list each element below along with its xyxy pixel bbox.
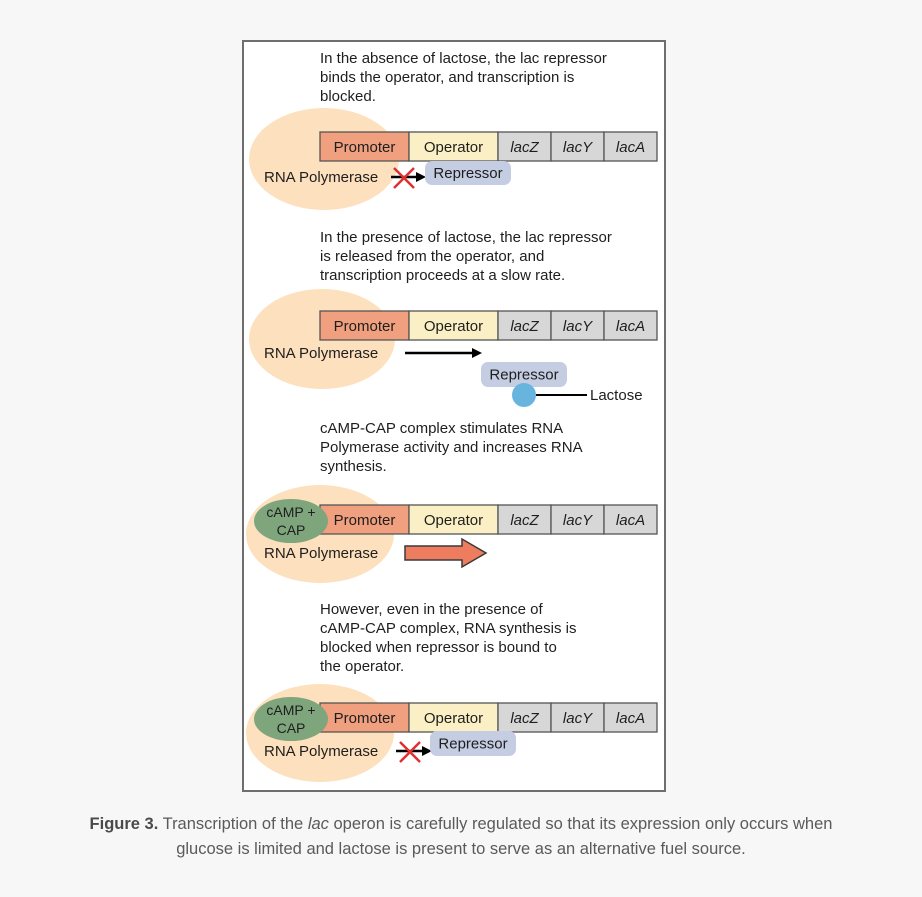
camp-cap-complex bbox=[254, 697, 328, 741]
repressor-shape bbox=[430, 731, 516, 756]
lacy-label: lacY bbox=[563, 512, 593, 529]
operator-box bbox=[408, 131, 499, 162]
operator-label: Operator bbox=[424, 512, 483, 529]
camp-cap-label: CAP bbox=[277, 522, 306, 538]
repressor-label: Repressor bbox=[433, 165, 502, 182]
operator-label: Operator bbox=[424, 318, 483, 335]
transcription-arrow-head bbox=[416, 172, 426, 182]
promoter-label: Promoter bbox=[334, 139, 396, 156]
lacz-box bbox=[497, 131, 552, 162]
transcription-arrow-head bbox=[472, 348, 482, 358]
caption-italic: lac bbox=[307, 815, 329, 833]
lacy-label: lacY bbox=[563, 318, 593, 335]
laca-label: lacA bbox=[616, 139, 645, 156]
promoter-box bbox=[319, 131, 410, 162]
lacy-label: lacY bbox=[563, 710, 593, 727]
rna-polymerase-label: RNA Polymerase bbox=[264, 545, 378, 562]
caption-text-1: Transcription of the bbox=[158, 815, 308, 833]
laca-box bbox=[603, 310, 658, 341]
promoter-box bbox=[319, 504, 410, 535]
caption-line-2: glucose is limited and lactose is presen… bbox=[176, 840, 746, 858]
panel-4-description: However, even in the presence of cAMP-CA… bbox=[320, 600, 576, 676]
lacy-box bbox=[550, 310, 605, 341]
panel-2-description-line: In the presence of lactose, the lac repr… bbox=[320, 229, 612, 246]
promoter-box bbox=[319, 310, 410, 341]
panel-4-description-line: the operator. bbox=[320, 658, 405, 675]
block-x-icon bbox=[399, 741, 421, 763]
rna-polymerase-label: RNA Polymerase bbox=[264, 345, 378, 362]
lacz-box bbox=[497, 310, 552, 341]
promoter-label: Promoter bbox=[334, 710, 396, 727]
lacz-label: lacZ bbox=[510, 139, 539, 156]
repressor-label: Repressor bbox=[438, 736, 507, 753]
operator-box bbox=[408, 702, 499, 733]
repressor-shape bbox=[481, 362, 567, 387]
lacy-label: lacY bbox=[563, 139, 593, 156]
lacy-box bbox=[550, 131, 605, 162]
lacy-box bbox=[550, 702, 605, 733]
laca-box bbox=[603, 131, 658, 162]
panel-2-description-line: transcription proceeds at a slow rate. bbox=[320, 267, 566, 284]
lacz-label: lacZ bbox=[510, 710, 539, 727]
camp-cap-label: cAMP + bbox=[266, 702, 315, 718]
laca-box bbox=[603, 504, 658, 535]
panel-2-description-line: is released from the operator, and bbox=[320, 248, 545, 265]
operator-box bbox=[408, 310, 499, 341]
promoter-label: Promoter bbox=[334, 318, 396, 335]
rna-polymerase-label: RNA Polymerase bbox=[264, 743, 378, 760]
repressor-shape bbox=[425, 161, 511, 185]
laca-label: lacA bbox=[616, 318, 645, 335]
fast-transcription-arrow bbox=[404, 537, 488, 569]
panel-2-description: In the presence of lactose, the lac repr… bbox=[320, 228, 612, 285]
caption-figure-label: Figure 3. bbox=[89, 815, 159, 833]
panel-3-description: cAMP-CAP complex stimulates RNA Polymera… bbox=[320, 419, 583, 476]
camp-cap-complex bbox=[254, 499, 328, 543]
operator-label: Operator bbox=[424, 139, 483, 156]
lactose-molecule bbox=[512, 383, 536, 407]
block-x-icon bbox=[393, 167, 415, 189]
panel-3-description-line: synthesis. bbox=[320, 458, 387, 475]
operator-label: Operator bbox=[424, 710, 483, 727]
panel-1-description-line: blocked. bbox=[320, 88, 376, 105]
caption-line-1: Figure 3. Transcription of the lac opero… bbox=[0, 812, 922, 837]
panel-3-description-line: Polymerase activity and increases RNA bbox=[320, 439, 583, 456]
panel-1-description-line: binds the operator, and transcription is bbox=[320, 69, 575, 86]
lacy-box bbox=[550, 504, 605, 535]
camp-cap-label: cAMP + bbox=[266, 504, 315, 520]
panel-3-description-line: cAMP-CAP complex stimulates RNA bbox=[320, 420, 564, 437]
rna-polymerase-label: RNA Polymerase bbox=[264, 169, 378, 186]
panel-4-description-line: blocked when repressor is bound to bbox=[320, 639, 557, 656]
laca-box bbox=[603, 702, 658, 733]
laca-label: lacA bbox=[616, 710, 645, 727]
panel-4-description-line: cAMP-CAP complex, RNA synthesis is bbox=[320, 620, 577, 637]
lactose-label: Lactose bbox=[590, 387, 643, 404]
laca-label: lacA bbox=[616, 512, 645, 529]
caption-text-2: operon is carefully regulated so that it… bbox=[328, 815, 833, 833]
camp-cap-label: CAP bbox=[277, 720, 306, 736]
promoter-label: Promoter bbox=[334, 512, 396, 529]
transcription-arrow-head bbox=[422, 746, 432, 756]
panel-1-description-line: In the absence of lactose, the lac repre… bbox=[320, 50, 607, 67]
lacz-label: lacZ bbox=[510, 318, 539, 335]
repressor-label: Repressor bbox=[489, 367, 558, 384]
panel-1-description: In the absence of lactose, the lac repre… bbox=[320, 49, 607, 106]
lacz-label: lacZ bbox=[510, 512, 539, 529]
lacz-box bbox=[497, 702, 552, 733]
panel-4-description-line: However, even in the presence of bbox=[320, 601, 543, 618]
figure-caption: Figure 3. Transcription of the lac opero… bbox=[0, 812, 922, 862]
